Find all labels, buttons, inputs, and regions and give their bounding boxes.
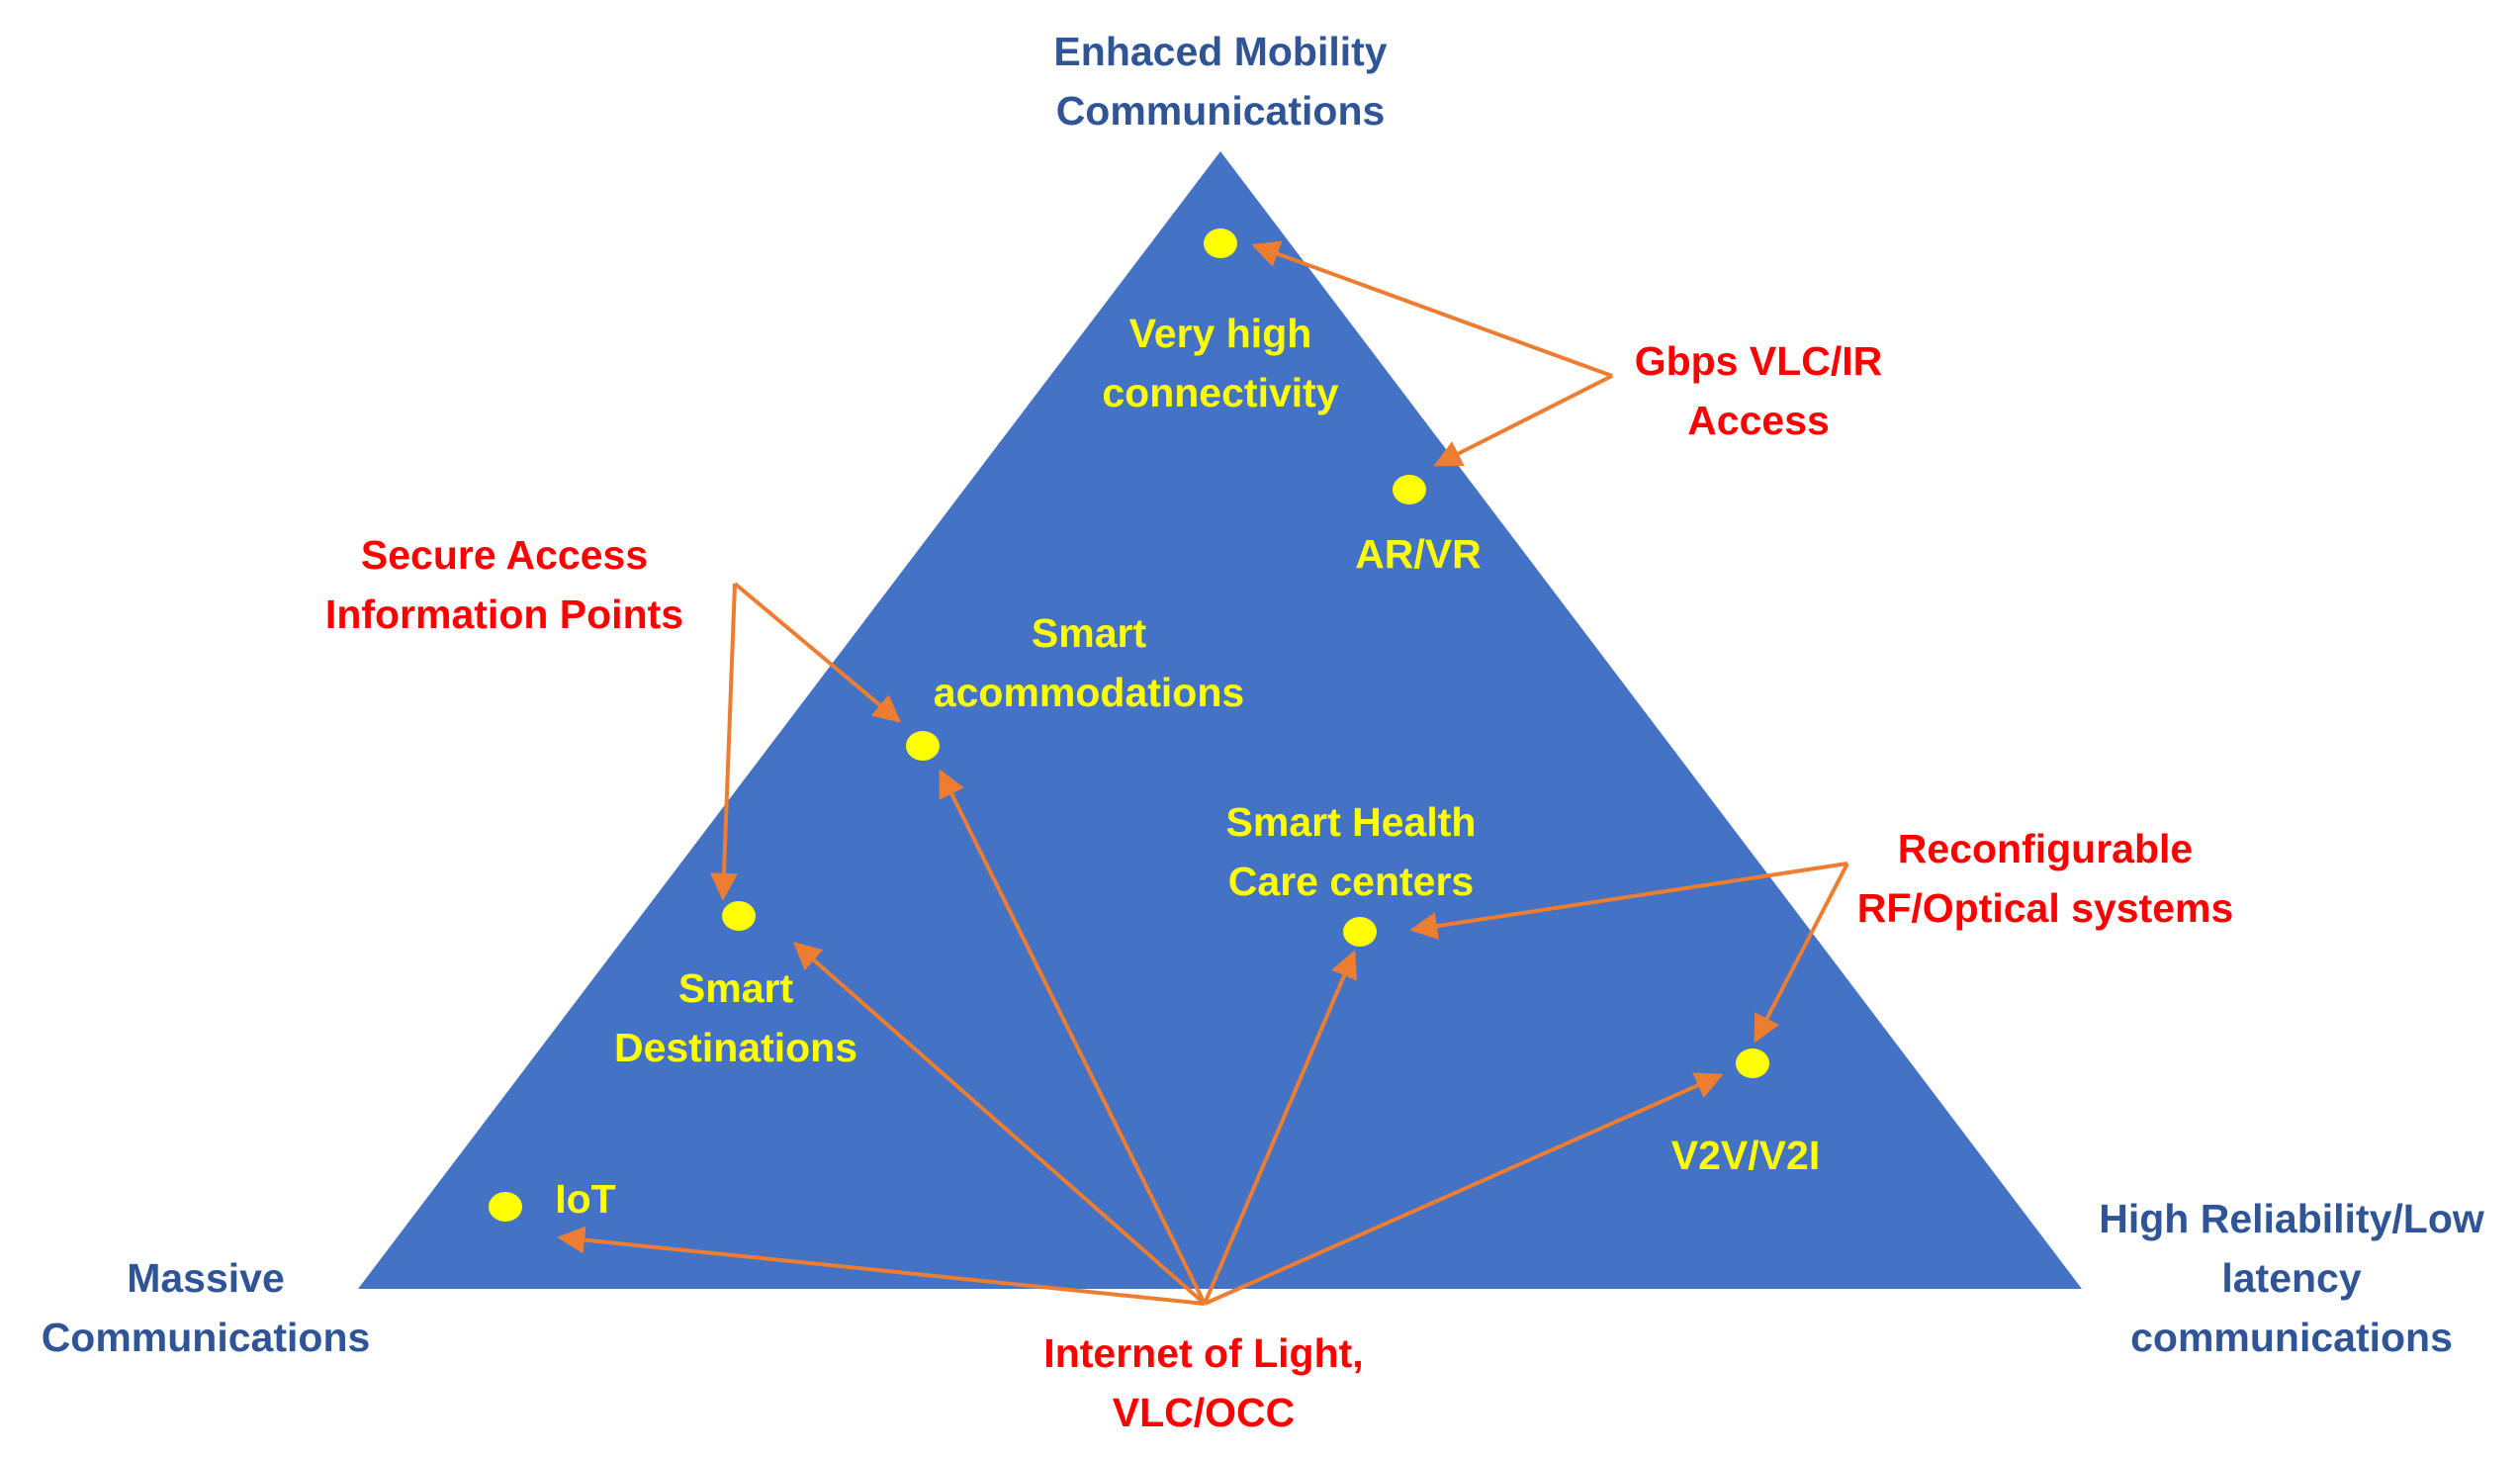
use-case-label-smart-destinations-line: Smart (678, 965, 794, 1011)
use-case-label-smart-accommodations-line: Smart (1032, 610, 1147, 656)
use-case-label-very-high-connectivity: Very high connectivity (1102, 311, 1338, 415)
tech-label-internet-of-light: Internet of Light, VLC/OCC (1043, 1330, 1363, 1435)
corner-label-right-line: latency (2221, 1255, 2361, 1301)
corner-label-right-line: High Reliability/Low (2099, 1196, 2484, 1241)
arrow-reconfigurable-to-v2v-v2i (1754, 863, 1849, 1044)
tech-label-gbps-vlc-ir-line: Access (1687, 398, 1830, 443)
use-case-label-smart-destinations-line: Destinations (614, 1025, 857, 1070)
arrow-layer (557, 240, 1849, 1306)
use-case-label-v2v-v2i: V2V/V2I (1671, 1133, 1820, 1178)
dot-layer (489, 228, 1769, 1222)
arrow-internet-of-light-to-smart-health (1203, 950, 1358, 1305)
arrow-secure-access-to-smart-destinations (709, 583, 738, 901)
corner-label-left-line: Massive (127, 1255, 285, 1301)
dot-iot (489, 1192, 522, 1222)
service-triangle (358, 151, 2082, 1289)
arrow-internet-of-light-to-smart-accommodations (939, 769, 1207, 1305)
dot-ar-vr (1393, 475, 1426, 504)
corner-label-top-line: Enhaced Mobility (1053, 29, 1387, 74)
use-case-label-smart-health-line: Care centers (1228, 859, 1474, 904)
dot-v2v-v2i (1736, 1048, 1769, 1078)
corner-label-right: High Reliability/Low latency communication… (2099, 1196, 2484, 1360)
use-case-label-smart-accommodations-line: acommodations (934, 670, 1244, 715)
use-case-label-smart-health-line: Smart Health (1226, 799, 1477, 845)
use-case-label-v2v-v2i-line: V2V/V2I (1671, 1133, 1820, 1178)
use-case-label-ar-vr-line: AR/VR (1355, 531, 1482, 577)
use-case-label-smart-accommodations: Smart acommodations (934, 610, 1244, 715)
dot-smart-health (1343, 917, 1377, 947)
use-case-label-very-high-connectivity-line: connectivity (1102, 370, 1338, 415)
tech-label-reconfigurable-line: Reconfigurable (1898, 826, 2193, 871)
corner-label-top-line: Communications (1056, 88, 1386, 134)
arrow-internet-of-light-to-v2v-v2i (1204, 1072, 1724, 1306)
arrow-internet-of-light-to-iot (557, 1226, 1206, 1306)
corner-label-left-line: Communications (42, 1315, 371, 1360)
dot-very-high-connectivity (1204, 228, 1237, 258)
tech-label-gbps-vlc-ir-line: Gbps VLC/IR (1635, 338, 1883, 384)
tech-label-reconfigurable-line: RF/Optical systems (1857, 885, 2234, 931)
corner-label-right-line: communications (2130, 1315, 2453, 1360)
tech-label-gbps-vlc-ir: Gbps VLC/IR Access (1635, 338, 1883, 443)
use-case-label-iot: IoT (555, 1176, 615, 1222)
dot-smart-accommodations (906, 731, 940, 761)
arrow-reconfigurable-to-smart-health (1409, 862, 1848, 941)
arrow-secure-access-to-smart-accommodations (733, 582, 902, 723)
arrow-gbps-vlc-ir-to-very-high-connectivity (1251, 240, 1613, 378)
arrow-gbps-vlc-ir-to-ar-vr (1433, 374, 1613, 467)
arrow-internet-of-light-to-smart-destinations (792, 942, 1207, 1306)
dot-smart-destinations (722, 901, 756, 931)
tech-label-internet-of-light-line: Internet of Light, (1043, 1330, 1363, 1376)
tech-label-secure-access-line: Information Points (325, 592, 683, 637)
tech-label-internet-of-light-line: VLC/OCC (1113, 1390, 1296, 1435)
use-case-label-very-high-connectivity-line: Very high (1129, 311, 1312, 356)
use-case-label-ar-vr: AR/VR (1355, 531, 1482, 577)
tech-label-secure-access-line: Secure Access (361, 532, 648, 578)
use-case-label-iot-line: IoT (555, 1176, 615, 1222)
